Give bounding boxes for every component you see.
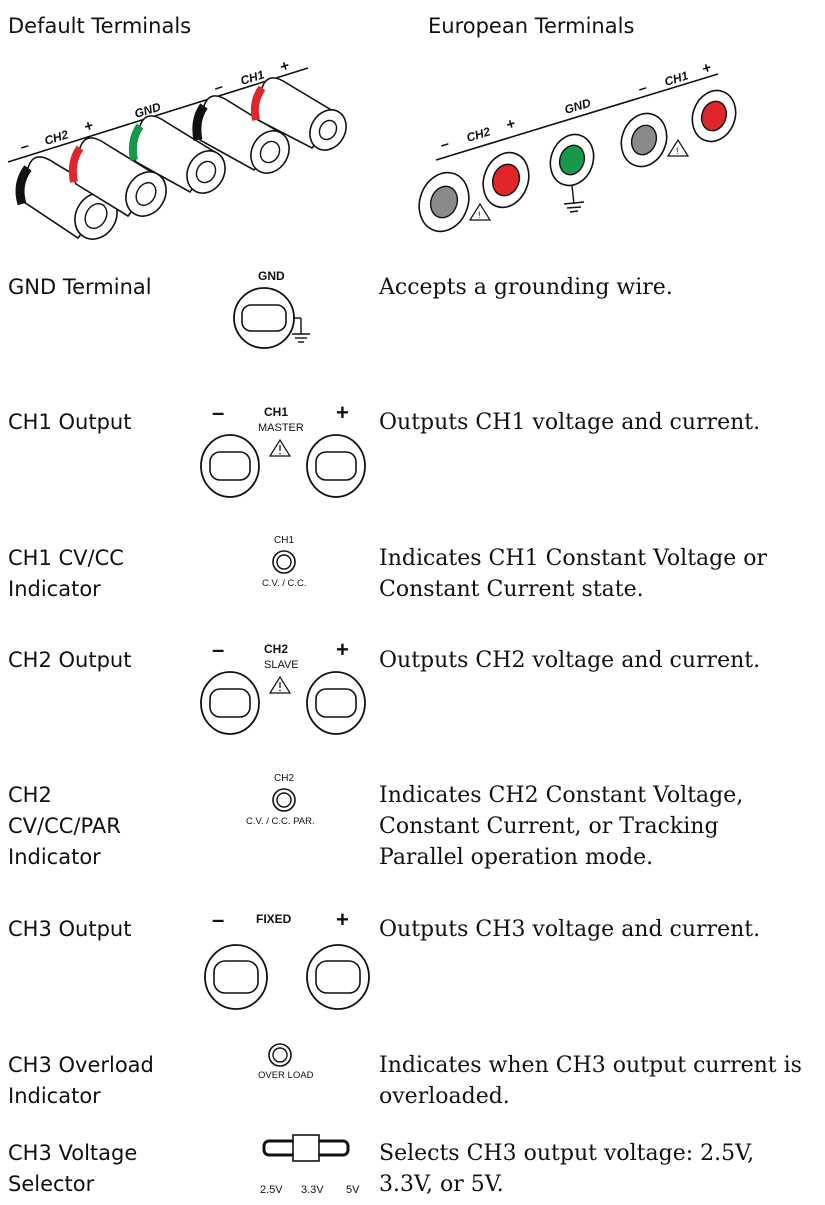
svg-text:+: + bbox=[700, 59, 714, 78]
ch1-cvcc-indicator-label: CH1 CV/CC Indicator bbox=[8, 546, 124, 601]
svg-text:–: – bbox=[212, 400, 224, 425]
eu-ch1-plus-socket bbox=[691, 89, 737, 143]
svg-text:CH1: CH1 bbox=[663, 68, 690, 89]
ch3-overload-indicator-label: CH3 Overload Indicator bbox=[8, 1053, 154, 1108]
ch1-output-label: CH1 Output bbox=[8, 410, 132, 434]
gnd-terminal-description: Accepts a grounding wire. bbox=[379, 275, 673, 300]
ch3-voltage-selector-description: Selects CH3 output voltage: 2.5V, 3.3V, … bbox=[379, 1141, 755, 1197]
svg-text:CH2: CH2 bbox=[274, 773, 294, 784]
eu-ch2-minus-socket: ! bbox=[418, 171, 492, 233]
ch3-output-description: Outputs CH3 voltage and current. bbox=[379, 917, 761, 942]
european-terminals-figure: – CH2 + GND – CH1 + ! ! bbox=[418, 52, 788, 242]
svg-text:–: – bbox=[636, 79, 649, 98]
svg-text:FIXED: FIXED bbox=[256, 912, 292, 926]
svg-text:–: – bbox=[438, 135, 451, 154]
ch1-output-description: Outputs CH1 voltage and current. bbox=[379, 410, 761, 435]
svg-text:–: – bbox=[18, 137, 31, 156]
svg-text:CH1: CH1 bbox=[274, 535, 294, 546]
svg-text:CH1: CH1 bbox=[239, 67, 266, 88]
svg-text:OVER LOAD: OVER LOAD bbox=[258, 1070, 314, 1081]
ch2-minus-post bbox=[15, 156, 118, 240]
default-terminals-heading: Default Terminals bbox=[8, 14, 192, 38]
svg-text:+: + bbox=[504, 115, 518, 134]
svg-text:–: – bbox=[212, 78, 225, 97]
gnd-terminal-label: GND Terminal bbox=[8, 275, 152, 299]
svg-text:!: ! bbox=[676, 146, 679, 156]
ch1-cvcc-indicator-figure: CH1 C.V. / C.C. bbox=[252, 530, 322, 600]
ch2-output-description: Outputs CH2 voltage and current. bbox=[379, 648, 761, 673]
gnd-terminal-figure: GND bbox=[222, 262, 332, 362]
ch1-plus-post bbox=[250, 77, 347, 151]
ch3-overload-indicator-figure: OVER LOAD bbox=[258, 1040, 338, 1085]
ch2-plus-post bbox=[68, 137, 167, 218]
ch2-cvccpar-indicator-label: CH2 CV/CC/PAR Indicator bbox=[8, 783, 121, 869]
svg-text:MASTER: MASTER bbox=[258, 422, 304, 434]
eu-ch2-plus-socket bbox=[482, 151, 530, 209]
ch2-output-label: CH2 Output bbox=[8, 648, 132, 672]
svg-text:CH2: CH2 bbox=[264, 642, 288, 656]
eu-gnd-socket bbox=[549, 133, 595, 213]
ch1-minus-post bbox=[192, 95, 290, 174]
ch3-voltage-selector-figure: 2.5V 3.3V 5V bbox=[260, 1133, 370, 1199]
ch3-output-figure: – FIXED + bbox=[196, 905, 376, 1015]
svg-text:5V: 5V bbox=[346, 1184, 360, 1196]
ch2-output-figure: – CH2 + SLAVE bbox=[196, 635, 376, 735]
ch3-output-label: CH3 Output bbox=[8, 917, 132, 941]
default-terminals-figure: – CH2 + GND – CH1 + bbox=[7, 52, 398, 242]
svg-text:CH2: CH2 bbox=[43, 127, 70, 148]
svg-text:–: – bbox=[212, 637, 224, 662]
svg-text:CH1: CH1 bbox=[264, 405, 288, 419]
svg-text:–: – bbox=[212, 907, 224, 932]
ch3-overload-indicator-description: Indicates when CH3 output current is ove… bbox=[379, 1053, 802, 1109]
ch2-cvccpar-indicator-description: Indicates CH2 Constant Voltage, Constant… bbox=[379, 783, 744, 870]
svg-text:!: ! bbox=[478, 210, 481, 220]
ch1-cvcc-indicator-description: Indicates CH1 Constant Voltage or Consta… bbox=[379, 546, 768, 602]
voltage-selector-switch[interactable] bbox=[262, 1134, 350, 1162]
svg-text:3.3V: 3.3V bbox=[301, 1184, 324, 1196]
svg-text:+: + bbox=[336, 907, 349, 932]
gnd-post bbox=[128, 115, 226, 194]
svg-text:+: + bbox=[82, 117, 96, 136]
ch2-cvccpar-indicator-figure: CH2 C.V. / C.C. PAR. bbox=[242, 768, 342, 838]
svg-text:GND: GND bbox=[258, 269, 285, 283]
eu-ch1-minus-socket: ! bbox=[620, 112, 690, 168]
svg-text:C.V. / C.C. PAR.: C.V. / C.C. PAR. bbox=[246, 816, 315, 827]
svg-text:C.V. / C.C.: C.V. / C.C. bbox=[262, 578, 307, 589]
ch3-voltage-selector-label: CH3 Voltage Selector bbox=[8, 1141, 138, 1196]
european-terminals-heading: European Terminals bbox=[428, 14, 635, 38]
svg-text:CH2: CH2 bbox=[465, 124, 492, 145]
svg-text:SLAVE: SLAVE bbox=[264, 659, 299, 671]
svg-text:+: + bbox=[336, 637, 349, 662]
svg-text:2.5V: 2.5V bbox=[260, 1184, 283, 1196]
svg-text:+: + bbox=[336, 400, 349, 425]
svg-text:+: + bbox=[278, 57, 292, 76]
ch1-output-figure: – CH1 + MASTER bbox=[196, 398, 376, 498]
